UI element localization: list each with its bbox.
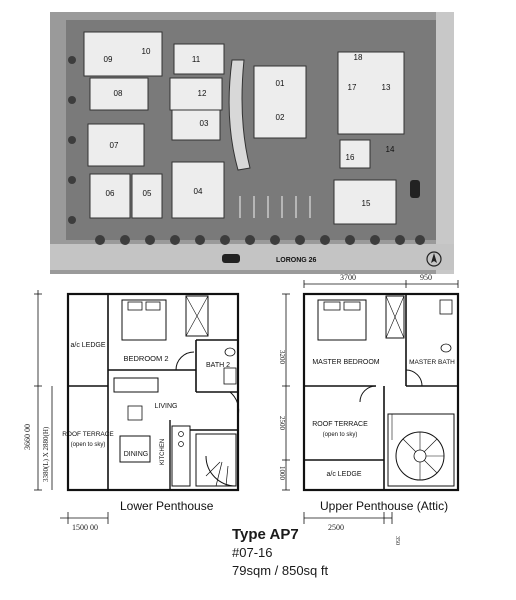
block-number: 09 xyxy=(104,55,113,64)
upper-roof-terrace-label: ROOF TERRACE xyxy=(312,421,368,428)
upper-roof-terrace-note: (open to sky) xyxy=(323,432,358,438)
block-number: 17 xyxy=(348,83,357,92)
upper-width-right-dimension: 950 xyxy=(420,273,432,282)
unit-area: 79sqm / 850sq ft xyxy=(232,563,329,578)
lower-ac-ledge-label: a/c LEDGE xyxy=(70,342,105,349)
block-number: 13 xyxy=(382,83,391,92)
block-number: 04 xyxy=(194,187,203,196)
block-08 xyxy=(89,77,149,111)
upper-master-bedroom-label: MASTER BEDROOM xyxy=(312,359,379,366)
block-12 xyxy=(169,77,223,111)
block-01-02 xyxy=(253,65,307,139)
pool xyxy=(228,59,251,171)
lower-height-detail-dimension: 3380(L) X 2880(H) xyxy=(42,426,50,482)
road-label: LORONG 26 xyxy=(276,257,317,264)
block-number: 05 xyxy=(143,189,152,198)
upper-master-bath-label: MASTER BATH xyxy=(409,359,455,366)
block-number: 01 xyxy=(276,79,285,88)
upper-bottom-width-dimension: 2500 xyxy=(328,523,344,532)
lower-penthouse-caption: Lower Penthouse xyxy=(120,499,214,513)
block-07 xyxy=(87,123,145,167)
spiral-stair-icon xyxy=(195,433,237,487)
car-icon xyxy=(222,254,240,263)
block-number: 15 xyxy=(362,199,371,208)
block-number: 06 xyxy=(106,189,115,198)
block-number: 08 xyxy=(114,89,123,98)
spiral-stair-icon xyxy=(387,413,455,487)
block-09-10 xyxy=(83,31,163,77)
block-15 xyxy=(333,179,397,225)
block-number: 10 xyxy=(142,47,151,56)
block-number: 11 xyxy=(192,55,201,64)
upper-ac-ledge-label: a/c LEDGE xyxy=(326,471,361,478)
unit-type: Type AP7 xyxy=(232,526,299,543)
lower-dining-label: DINING xyxy=(124,451,149,458)
lower-roof-terrace-label: ROOF TERRACE xyxy=(62,431,114,438)
lower-roof-terrace-note: (open to sky) xyxy=(71,442,106,448)
block-number: 02 xyxy=(276,113,285,122)
north-compass-icon xyxy=(426,251,442,267)
block-04 xyxy=(171,161,225,219)
lower-penthouse-plan xyxy=(34,290,240,524)
upper-height-bottom-dimension: 1000 xyxy=(278,466,286,481)
lower-width-dimension: 1500 00 xyxy=(72,523,98,532)
road xyxy=(50,244,454,270)
lower-bath-label: BATH 2 xyxy=(206,362,230,369)
upper-penthouse-plan xyxy=(282,280,460,524)
upper-width-left-dimension: 3700 xyxy=(340,273,356,282)
lower-height-total-dimension: 3660 00 xyxy=(23,424,32,450)
block-17-13 xyxy=(337,51,405,135)
car-icon xyxy=(410,180,420,198)
block-number: 03 xyxy=(200,119,209,128)
upper-height-top-dimension: 3200 xyxy=(278,350,286,365)
master-bedroom-text: MASTER BEDROOM xyxy=(312,359,379,366)
side-road xyxy=(436,12,454,274)
upper-outer-wall xyxy=(302,292,460,492)
block-number: 07 xyxy=(110,141,119,150)
block-03 xyxy=(171,109,221,141)
lower-living-label: LIVING xyxy=(155,403,178,410)
block-number: 12 xyxy=(198,89,207,98)
upper-bottom-small-dimension: 350 xyxy=(394,536,400,545)
unit-number: #07-16 xyxy=(232,545,273,560)
block-16 xyxy=(339,139,371,169)
block-number: 18 xyxy=(354,53,363,62)
upper-penthouse-caption: Upper Penthouse (Attic) xyxy=(320,499,448,513)
block-05 xyxy=(131,173,163,219)
block-11 xyxy=(173,43,225,75)
lower-bedroom-label: BEDROOM 2 xyxy=(123,354,168,363)
site-plan: 01 02 03 04 05 06 07 08 09 10 11 12 13 1… xyxy=(50,12,454,274)
block-number: 16 xyxy=(346,153,355,162)
lower-kitchen-label: KITCHEN xyxy=(160,439,166,465)
block-06 xyxy=(89,173,131,219)
upper-height-mid-dimension: 2500 xyxy=(278,416,286,431)
block-number: 14 xyxy=(386,145,395,154)
tree-row xyxy=(68,56,425,245)
